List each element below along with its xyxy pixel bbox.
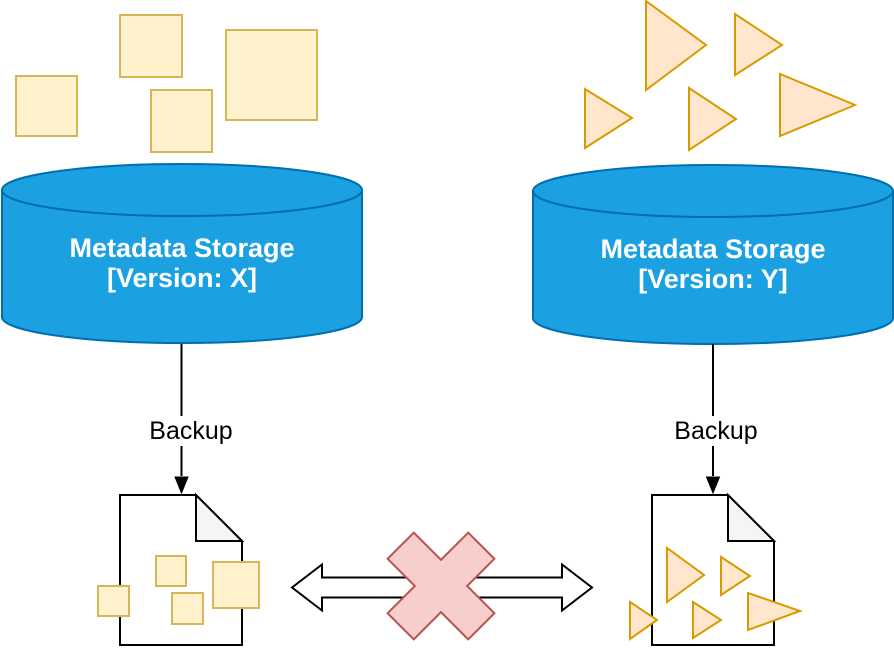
metadata-triangle-small: [666, 546, 706, 604]
metadata-square-small: [212, 561, 260, 609]
metadata-triangle: [584, 87, 634, 150]
red-cross-icon: [386, 531, 496, 641]
incompatible-exchange-group: [290, 531, 594, 641]
metadata-square: [15, 75, 78, 137]
metadata-square: [119, 14, 183, 78]
metadata-triangle: [688, 86, 738, 152]
metadata-triangle: [645, 0, 708, 92]
backup-file-y: [629, 492, 803, 646]
metadata-square: [225, 29, 318, 121]
metadata-triangle-small: [720, 555, 752, 597]
arrowhead-down-icon: [174, 476, 189, 495]
arrowhead-down-icon: [705, 476, 721, 495]
metadata-triangle-small: [629, 600, 659, 641]
metadata-storage-y-cylinder: [532, 164, 894, 345]
metadata-square: [150, 89, 213, 153]
document-fold-icon: [195, 492, 245, 542]
metadata-storage-x-cylinder: [0, 163, 363, 344]
cylinder-top-ellipse: [532, 190, 894, 218]
falling-triangles-group: [584, 0, 858, 152]
metadata-square-small: [171, 592, 204, 625]
metadata-triangle: [779, 72, 858, 138]
backup-arrow-left: [174, 344, 189, 495]
cylinder-top-ellipse: [1, 189, 363, 217]
metadata-triangle: [734, 12, 784, 77]
backup-file-x: [97, 492, 260, 646]
metadata-square-small: [155, 555, 187, 587]
backup-arrow-right: [705, 344, 721, 495]
document-fold-icon: [727, 492, 777, 542]
metadata-triangle-small: [692, 600, 723, 640]
cylinder-body: [532, 164, 894, 345]
metadata-square-small: [97, 585, 130, 617]
metadata-triangle-small: [747, 591, 803, 632]
falling-squares-group: [15, 14, 318, 153]
cylinder-body: [0, 163, 363, 344]
